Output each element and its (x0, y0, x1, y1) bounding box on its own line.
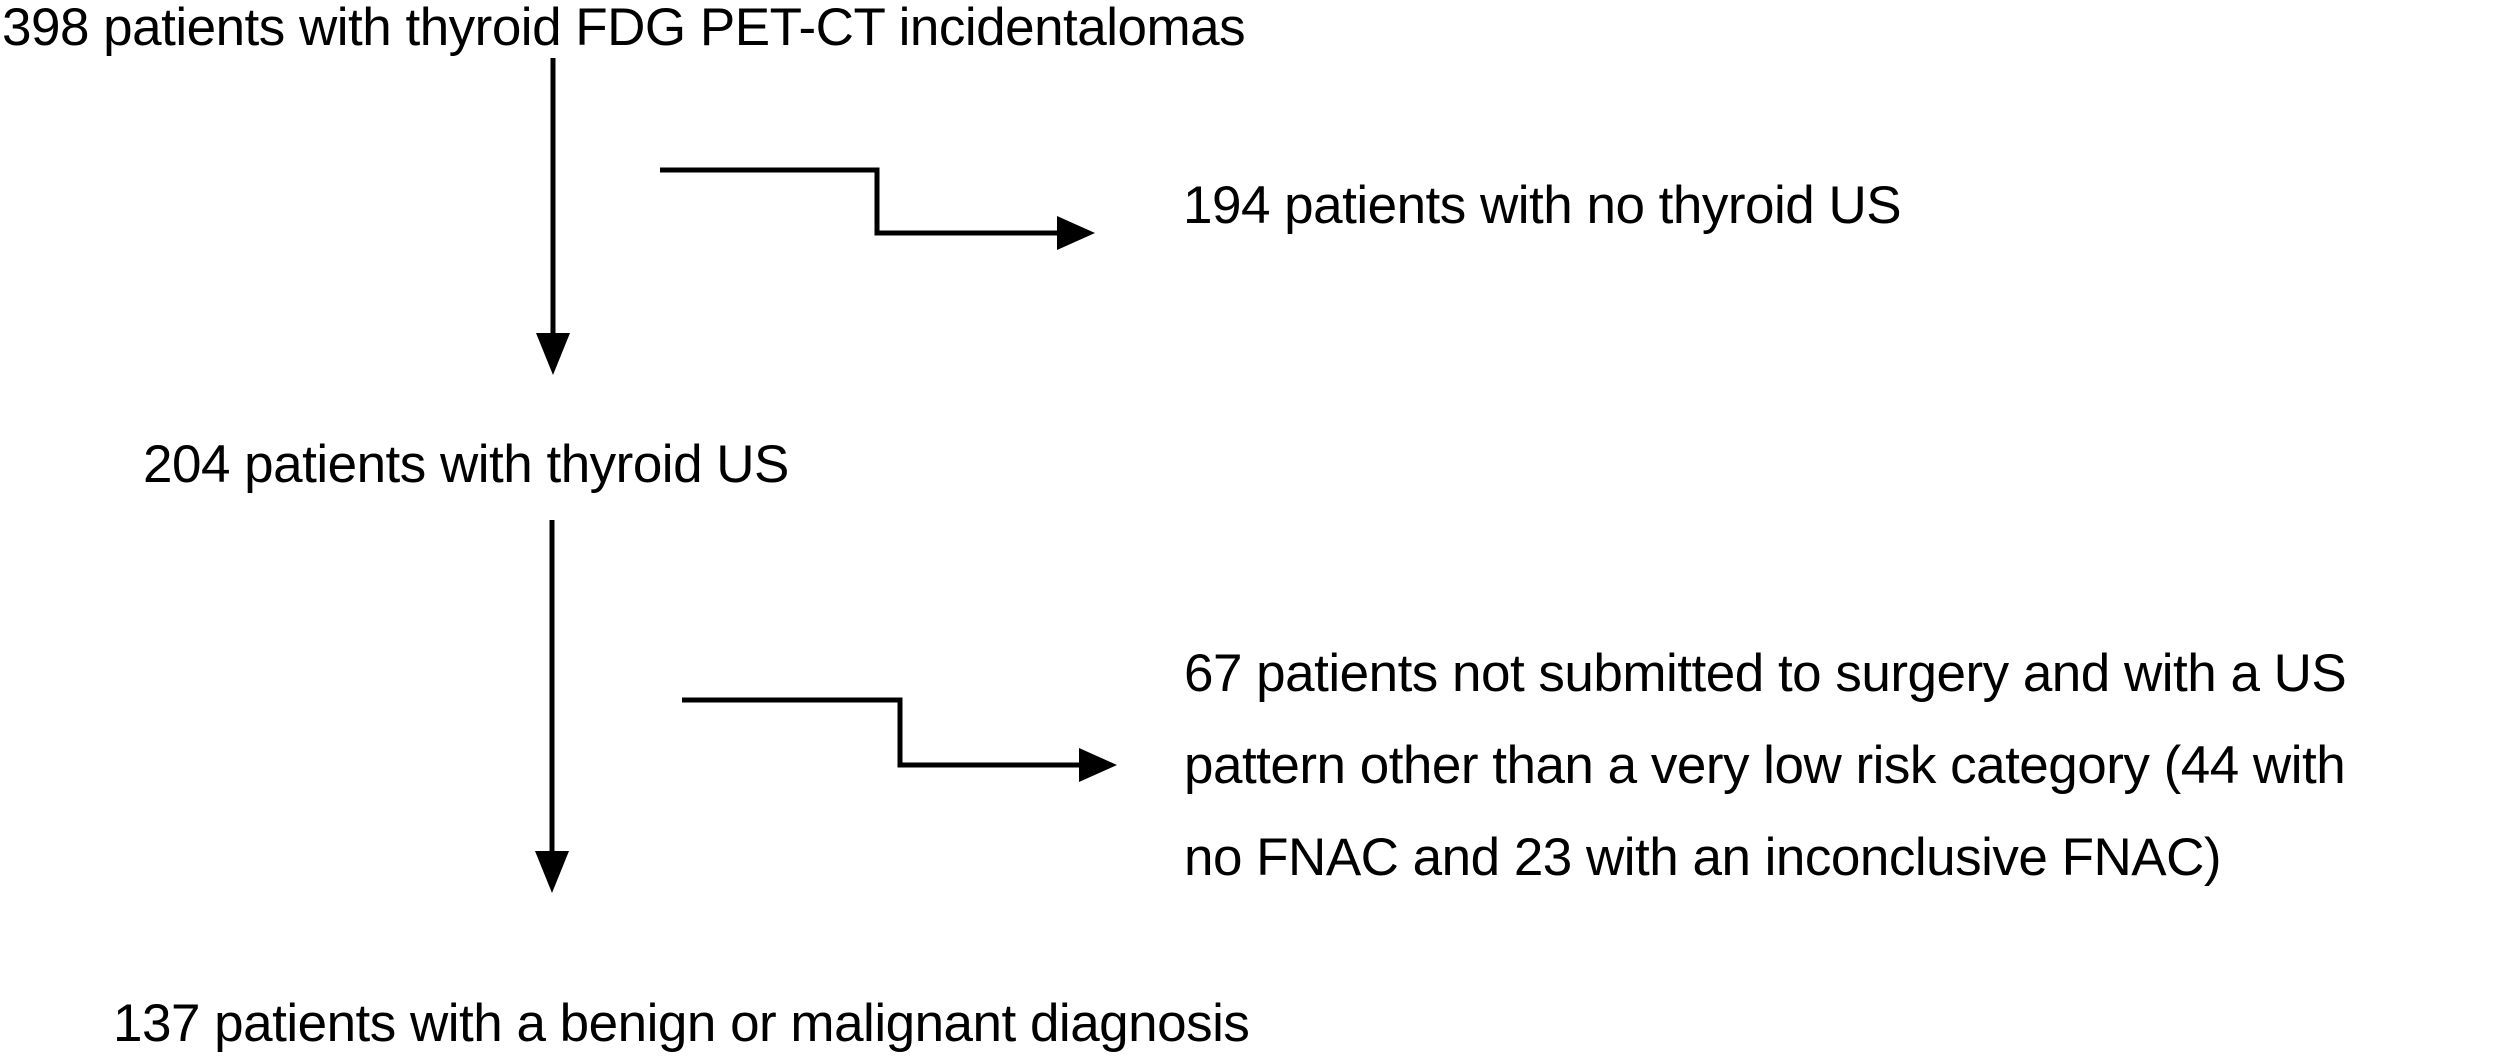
excluded-surgery-line-1: 67 patients not submitted to surgery and… (1184, 644, 2347, 703)
excluded-surgery-line-2: pattern other than a very low risk categ… (1184, 736, 2346, 795)
node-total-patients: 398 patients with thyroid FDG PET-CT inc… (2, 0, 1246, 57)
node-excluded-not-submitted-surgery: 67 patients not submitted to surgery and… (1184, 628, 2347, 904)
node-patients-with-thyroid-us: 204 patients with thyroid US (143, 435, 789, 494)
arrow-total-to-with-us-icon (536, 58, 570, 375)
arrow-total-to-no-us-icon (660, 167, 1095, 250)
arrow-with-us-to-excluded-icon (682, 697, 1117, 782)
node-excluded-no-thyroid-us: 194 patients with no thyroid US (1183, 176, 1902, 235)
node-final-diagnosis: 137 patients with a benign or malignant … (113, 994, 1250, 1053)
arrow-with-us-to-final-icon (535, 520, 569, 893)
excluded-surgery-line-3: no FNAC and 23 with an inconclusive FNAC… (1184, 828, 2222, 887)
